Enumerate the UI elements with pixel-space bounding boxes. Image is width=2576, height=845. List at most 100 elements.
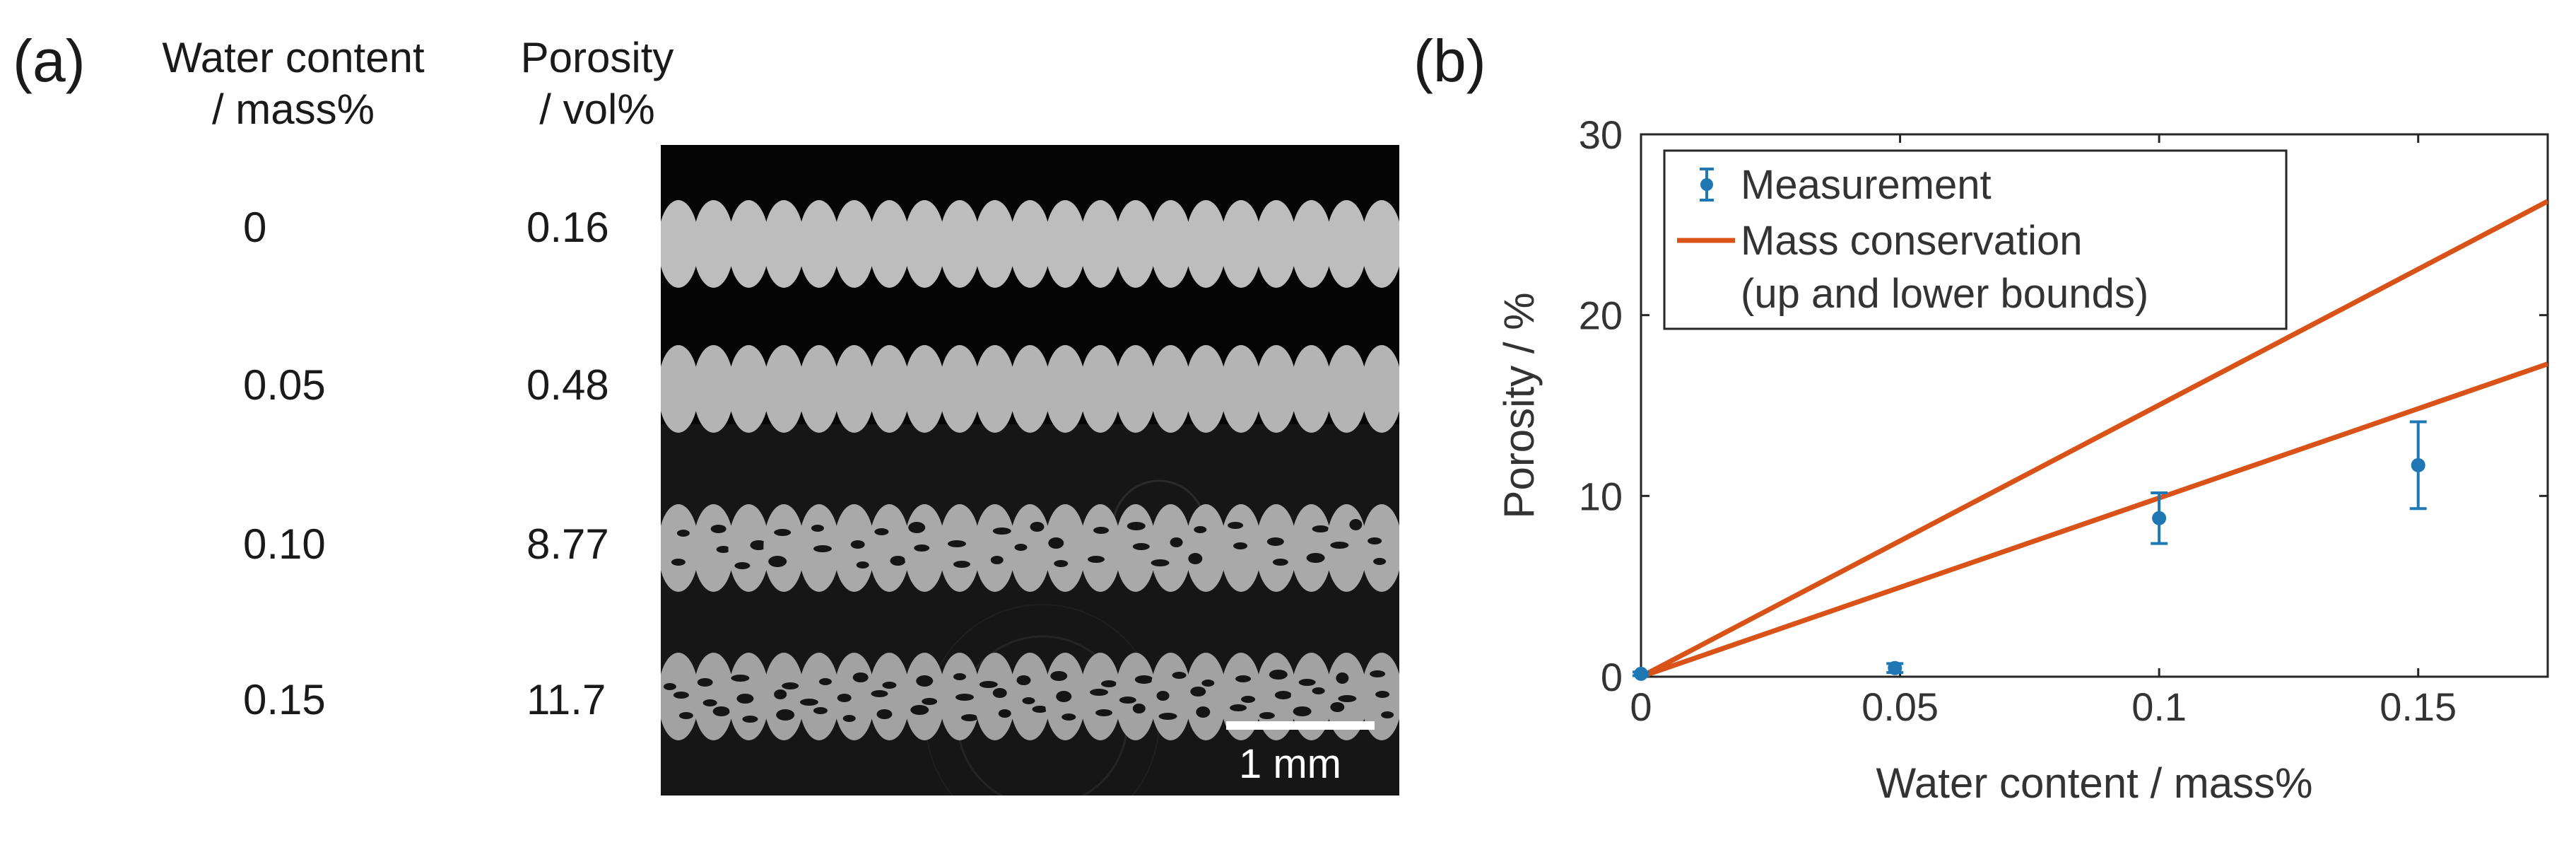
ct-pore [1330, 542, 1349, 549]
ct-pore [1158, 713, 1177, 720]
ct-strand-segment [974, 653, 1016, 740]
ct-pore [1030, 522, 1045, 532]
ct-strand-segment [1114, 653, 1156, 740]
ct-pore [1101, 680, 1117, 687]
ct-strand-segment [974, 345, 1016, 433]
ct-pore [876, 709, 893, 719]
ct-strands [658, 200, 1402, 740]
legend-label-mass-conservation: Mass conservation [1741, 218, 2083, 264]
ct-pore [852, 672, 869, 682]
ct-pore [1312, 687, 1325, 694]
water-content-header-line2: / mass% [211, 86, 375, 134]
ct-strand-segment [1080, 200, 1121, 288]
ct-strand-segment [1185, 504, 1227, 592]
ct-pore [1269, 670, 1288, 680]
ct-pore [1048, 537, 1064, 549]
ct-pore [953, 673, 966, 680]
ct-pore [1230, 704, 1247, 711]
ct-pore [676, 530, 690, 537]
porosity-cell-row3: 8.77 [527, 520, 609, 568]
ct-strand-segment [1009, 653, 1051, 740]
ct-strand-segment [658, 504, 699, 592]
ct-strand-row [658, 345, 1402, 433]
ct-pore [734, 562, 751, 569]
ct-pore [736, 694, 754, 704]
ct-pore [992, 688, 1007, 698]
ct-pore [813, 707, 828, 714]
ct-strand-segment [1255, 200, 1297, 288]
water-content-header: Water content / mass% [131, 32, 456, 135]
ct-pore [1127, 522, 1146, 530]
ct-pore [992, 528, 1011, 535]
ct-strand-segment [693, 653, 734, 740]
ct-strand-segment [1326, 504, 1368, 592]
porosity-cell-row2: 0.48 [527, 361, 609, 409]
ct-pore [1241, 696, 1256, 703]
ct-pore [1032, 706, 1048, 713]
y-tick-label: 0 [1601, 655, 1623, 699]
ct-strand-segment [974, 504, 1016, 592]
ct-pore [1134, 675, 1153, 684]
ct-pore [1306, 553, 1325, 563]
ct-pore [1119, 697, 1136, 704]
ct-strand-segment [658, 200, 699, 288]
ct-pore [998, 709, 1011, 718]
ct-strand-segment [1150, 653, 1192, 740]
x-tick-label: 0.15 [2380, 684, 2457, 729]
ct-pore [811, 525, 824, 532]
data-marker [2152, 511, 2167, 525]
water-cell-row3: 0.10 [243, 520, 326, 568]
ct-pore [818, 678, 832, 685]
ct-pore [1233, 542, 1248, 549]
legend-label-measurement: Measurement [1741, 162, 1992, 208]
ct-pore [702, 699, 717, 706]
ct-strand-segment [869, 200, 910, 288]
ct-strand-segment [1255, 345, 1297, 433]
measurement-point [2409, 420, 2427, 511]
measurement-point [1886, 660, 1904, 675]
water-cell-row4: 0.15 [243, 676, 326, 723]
ct-strand-segment [1361, 504, 1402, 592]
ct-strand-segment [833, 345, 875, 433]
ct-pore [953, 561, 970, 568]
ct-pore [871, 690, 888, 697]
ct-strand-segment [1150, 345, 1192, 433]
ct-pore [882, 682, 897, 689]
ct-pore [710, 525, 727, 533]
ct-pore [1298, 679, 1316, 686]
ct-pore [916, 675, 934, 687]
ct-pore [908, 522, 926, 533]
x-tick-label: 0.1 [2131, 684, 2187, 729]
ct-pore [1014, 544, 1028, 551]
porosity-header-line1: Porosity [520, 34, 674, 81]
ct-pore [731, 675, 750, 682]
ct-pore [1050, 671, 1068, 681]
ct-pore [742, 716, 758, 723]
ct-strand-row [658, 653, 1402, 740]
porosity-cell-row4: 11.7 [527, 676, 606, 723]
water-content-header-line1: Water content [162, 34, 425, 81]
ct-pore [1196, 706, 1211, 718]
ct-pore [799, 699, 818, 706]
ct-strand-segment [1114, 200, 1156, 288]
mass-conservation-line [1641, 199, 2548, 677]
ct-pore [1312, 525, 1329, 532]
x-tick-label: 0 [1630, 684, 1652, 729]
ct-pore [890, 556, 906, 566]
ct-pore [750, 540, 767, 550]
panel-a-label: (a) [13, 28, 86, 94]
ct-strand-segment [763, 200, 805, 288]
y-axis-label: Porosity / % [1495, 292, 1543, 518]
ct-strand-segment [1150, 200, 1192, 288]
measurement-point [2151, 491, 2168, 545]
ct-strand-segment [1221, 653, 1261, 740]
ct-pore [768, 556, 787, 567]
ct-strand-segment [1185, 345, 1227, 433]
ct-strand-segment [1080, 504, 1121, 592]
ct-pore [1338, 695, 1357, 702]
ct-strand-segment [1045, 345, 1086, 433]
legend-box [1663, 149, 2288, 330]
ct-pore [1093, 527, 1110, 534]
ct-pore [813, 545, 832, 552]
